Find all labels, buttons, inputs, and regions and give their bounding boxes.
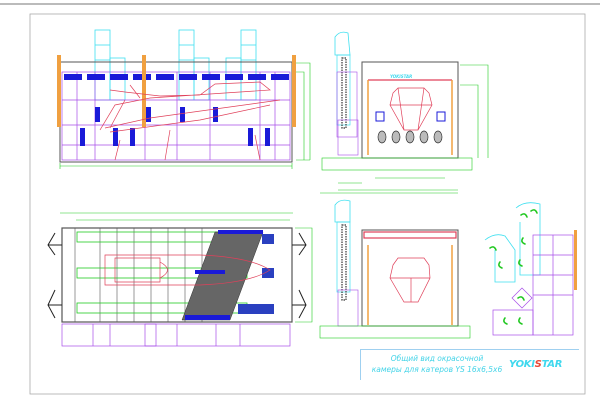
fans [377, 130, 443, 144]
logo-right: TAR [541, 359, 563, 370]
duct-side-view [484, 202, 577, 336]
wall-lights [80, 107, 270, 146]
doors [47, 232, 307, 319]
side-posts [57, 55, 296, 127]
logo-mid: S [534, 359, 542, 370]
ceiling-lights [64, 74, 289, 80]
title-block: Общий вид окрасочной камеры для катеров … [360, 349, 579, 380]
airflow-arrows [489, 209, 538, 325]
drawing-title: Общий вид окрасочной камеры для катеров … [367, 353, 507, 375]
logo-left: YOKI [509, 359, 535, 370]
plan-view [47, 212, 313, 347]
side-elevation-view [57, 29, 311, 169]
drawing-frame [29, 13, 586, 395]
boat-front [389, 87, 433, 131]
boat-side [99, 81, 281, 161]
svg-text:YOKISTAR: YOKISTAR [390, 74, 412, 79]
title-line-2: камеры для катеров YS 16x6,5x6 [371, 365, 503, 374]
yokistar-logo: YOKISTAR [509, 359, 562, 370]
front-elevation-view: YOKISTAR [321, 31, 489, 191]
boat-plan [104, 254, 271, 286]
side-exhaust-ducts [94, 29, 257, 101]
dimension-lines [59, 62, 311, 169]
air-units [61, 323, 291, 347]
boat-rear [389, 257, 431, 303]
section-view [319, 192, 471, 339]
title-line-1: Общий вид окрасочной [390, 354, 484, 363]
